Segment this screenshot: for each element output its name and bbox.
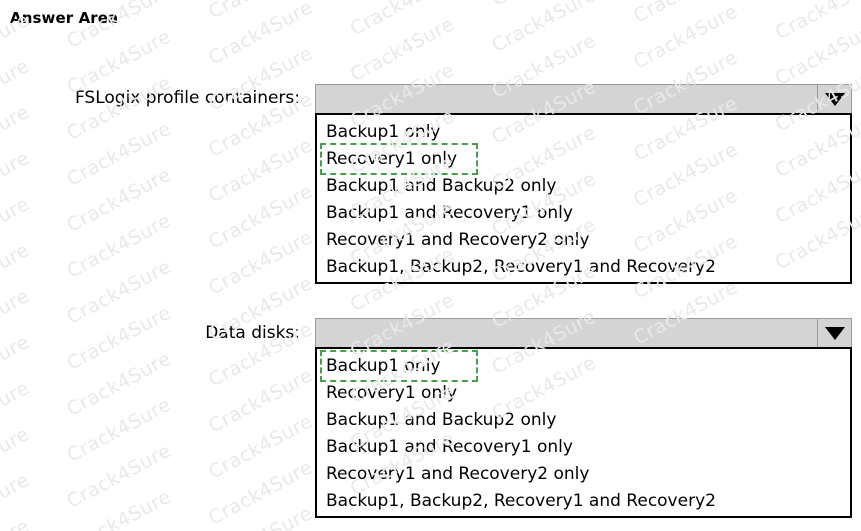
option-item[interactable]: Recovery1 only <box>326 383 458 403</box>
field-label-fslogix-profile-containers: FSLogix profile containers: <box>74 88 300 108</box>
field-label-data-disks: Data disks: <box>205 323 300 343</box>
dropdown-option-list-data-disks[interactable]: Backup1 only Recovery1 only Backup1 and … <box>315 347 852 518</box>
dropdown-fslogix-profile-containers[interactable] <box>315 84 852 113</box>
option-item[interactable]: Backup1 only <box>326 122 441 142</box>
option-item-highlighted[interactable]: Backup1 only <box>317 350 850 382</box>
option-item-highlighted[interactable]: Recovery1 only <box>317 143 850 175</box>
option-item[interactable]: Backup1 and Backup2 only <box>326 176 557 196</box>
chevron-down-icon[interactable] <box>817 319 851 347</box>
option-item[interactable]: Backup1 and Recovery1 only <box>326 203 573 223</box>
dropdown-selected-value-fslogix <box>316 85 817 113</box>
triangle-glyph <box>824 92 845 106</box>
dropdown-selected-value-data-disks <box>316 319 817 347</box>
triangle-glyph <box>824 326 845 340</box>
option-item[interactable]: Backup1 and Backup2 only <box>326 410 557 430</box>
dropdown-data-disks[interactable] <box>315 318 852 347</box>
option-item[interactable]: Recovery1 and Recovery2 only <box>326 464 590 484</box>
chevron-down-icon[interactable] <box>817 85 851 113</box>
option-item[interactable]: Recovery1 and Recovery2 only <box>326 230 590 250</box>
page-title: Answer Area <box>10 9 119 27</box>
option-item[interactable]: Backup1 and Recovery1 only <box>326 437 573 457</box>
dropdown-option-list-fslogix[interactable]: Backup1 only Recovery1 only Backup1 and … <box>315 113 852 284</box>
option-item[interactable]: Backup1, Backup2, Recovery1 and Recovery… <box>326 257 716 277</box>
option-item[interactable]: Backup1, Backup2, Recovery1 and Recovery… <box>326 491 716 511</box>
